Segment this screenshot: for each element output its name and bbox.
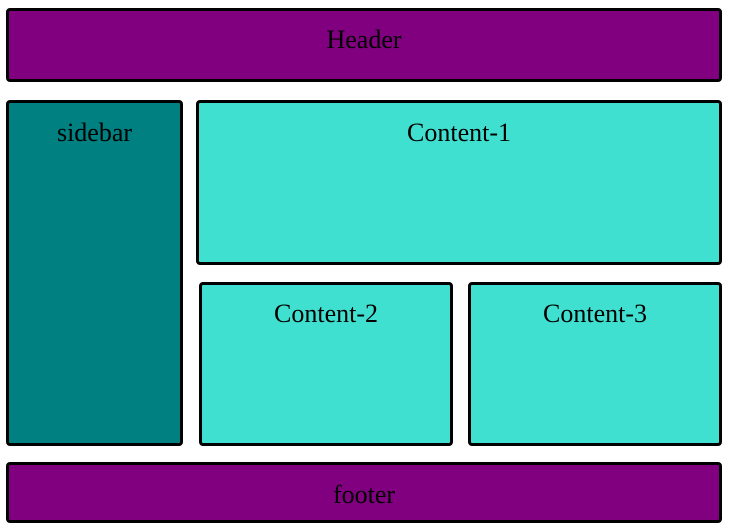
footer-panel: footer [6, 462, 722, 523]
header-panel: Header [6, 8, 722, 82]
header-label: Header [326, 25, 402, 54]
content-3-panel: Content-3 [468, 282, 722, 446]
content-3-label: Content-3 [543, 299, 647, 328]
content-1-label: Content-1 [407, 118, 511, 147]
content-2-label: Content-2 [274, 299, 378, 328]
footer-label: footer [332, 480, 396, 509]
sidebar-panel: sidebar [6, 100, 183, 446]
sidebar-label: sidebar [56, 118, 133, 147]
content-2-panel: Content-2 [199, 282, 453, 446]
content-1-panel: Content-1 [196, 100, 722, 265]
